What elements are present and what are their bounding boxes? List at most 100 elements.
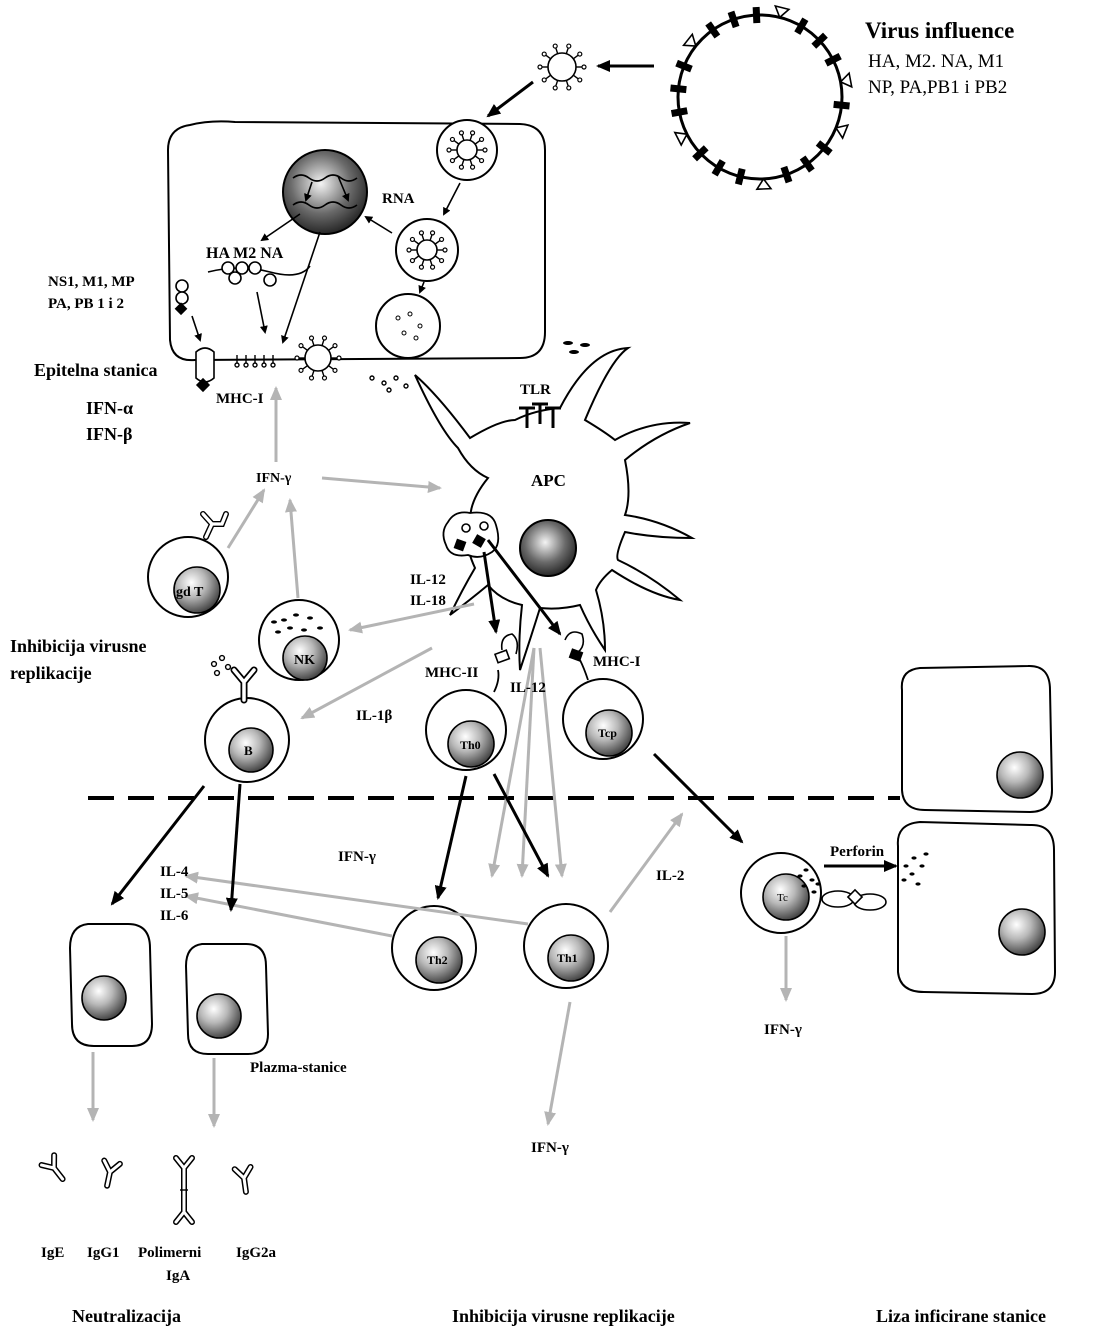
igg1-antibody-icon [101,1157,123,1189]
ifn-beta-label: IFN-β [86,424,132,444]
tc-cell [740,852,822,934]
arrow-nucleus-to-proteins [260,213,301,242]
perforin-label: Perforin [830,844,885,860]
phagosome-icon [442,511,500,558]
th1-cell [523,903,609,989]
igg1-label: IgG1 [87,1245,120,1261]
arrow-apc-to-nk [348,602,475,634]
arrow-b-to-plasma-2 [225,783,242,912]
th2-label: Th2 [427,953,448,967]
footer-neutralization: Neutralizacija [72,1306,181,1326]
il1b-label: IL-1β [356,708,392,724]
plasma-cell-1-nucleus [81,975,127,1021]
rna-label: RNA [382,191,415,207]
gd-t-cell [147,511,229,618]
perforin-granules-icon [901,852,929,886]
arrow-il12-3 [538,647,567,878]
tlr-receptors-icon [519,402,561,428]
arrow-apc-to-mhc-i [486,539,562,636]
th0-label: Th0 [460,738,481,752]
mhc-i-epithelial-label: MHC-I [216,391,264,407]
arrow-th2-to-il5 [184,892,393,938]
arrow-endosome-2-3 [418,281,426,294]
il12-b-label: IL-12 [510,680,546,696]
plasma-cell-2-nucleus [196,993,242,1039]
dash-particles-icon [563,341,590,354]
mhc-ii-apc-icon [493,633,519,664]
il4-label: IL-4 [160,864,189,880]
tcp-cell [562,659,644,760]
arrow-apc-to-mhc-ii [482,551,501,634]
nk-cell [258,599,340,681]
virus-title: Virus influence [865,18,1014,43]
th0-cell [425,669,507,771]
arrow-rna-to-nucleus [364,215,393,234]
arrow-gdt-to-ifn-g [226,488,266,549]
ha-m2-na-label: HA M2 NA [206,245,284,262]
virion-in-endosome-2 [406,230,448,270]
il12-label: IL-12 [410,572,446,588]
apc-label: APC [531,471,566,490]
mhc-i-apc-icon [564,631,585,662]
mhc-i-epithelial-icon [195,347,215,393]
target-cell-lower [896,820,1057,996]
virus-proteins-line2: NP, PA,PB1 i PB2 [868,77,1007,98]
polymeric-iga-antibody-icon [173,1155,195,1225]
mhc-ii-apc-label: MHC-II [425,665,478,681]
il6-label: IL-6 [160,908,189,924]
arrow-nucleus-to-membrane [281,231,321,344]
arrow-b-to-plasma-1 [110,785,206,906]
nk-label: NK [294,653,315,668]
igg2a-antibody-icon [231,1163,254,1195]
iga-label-line2: IgA [166,1268,190,1284]
arrow-il1b-to-b [300,646,433,720]
b-label: B [244,743,253,758]
arrow-internal-to-mhc [191,315,202,342]
tlr-label: TLR [520,382,551,398]
ifn-gamma-mid-label: IFN-γ [338,849,376,865]
virion-icon [537,43,587,91]
inhibition-side-line2: replikacije [10,663,92,683]
epithelial-cell-label: Epitelna stanica [34,360,158,380]
arrow-th1-to-il4 [184,871,529,926]
arrow-proteins-to-membrane [256,291,268,334]
arrow-nk-to-ifn-g [284,498,300,599]
apc-nucleus [519,519,577,577]
ige-antibody-icon [38,1152,66,1183]
mhc-i-apc-label: MHC-I [593,654,641,670]
il5-label: IL-5 [160,886,188,902]
footer-inhibition: Inhibicija virusne replikacije [452,1306,675,1326]
gd-t-label: gd T [176,585,204,600]
ige-label: IgE [41,1245,64,1261]
arrow-tcp-to-tc [652,752,744,844]
ifn-alpha-label: IFN-α [86,398,133,418]
released-particles-icon [369,375,409,393]
epithelial-nucleus [282,149,368,235]
peptide-pins-icon [234,355,276,368]
virion-in-endosome-1 [446,130,488,170]
ifn-gamma-tc-label: IFN-γ [764,1022,802,1038]
apc-dendritic-cell [414,346,696,671]
tc-label: Tc [777,892,788,904]
target-cell-lower-nucleus [998,908,1046,956]
epithelial-cell [166,120,546,362]
footer-lysis: Liza inficirane stanice [876,1306,1046,1326]
ifn-gamma-top-label: IFN-γ [256,471,292,486]
b-cell [204,654,290,783]
plasma-cells-label: Plazma-stanice [250,1060,347,1076]
budding-virion-icon [294,335,342,381]
iga-label-line1: Polimerni [138,1245,201,1261]
igg2a-label: IgG2a [236,1245,277,1261]
il18-label: IL-18 [410,593,446,609]
endosome-3 [375,293,441,359]
virus-proteins-line1: HA, M2. NA, M1 [868,51,1004,72]
arrow-ifn-g-to-apc [321,476,442,493]
arrow-il12-2 [516,647,536,878]
arrow-virion-to-endosome [486,80,534,118]
th2-cell [391,905,477,991]
internal-proteins-line1: NS1, M1, MP [48,274,135,290]
target-cell-upper-nucleus [996,751,1044,799]
arrow-th1-to-ifn-g [544,1001,572,1126]
